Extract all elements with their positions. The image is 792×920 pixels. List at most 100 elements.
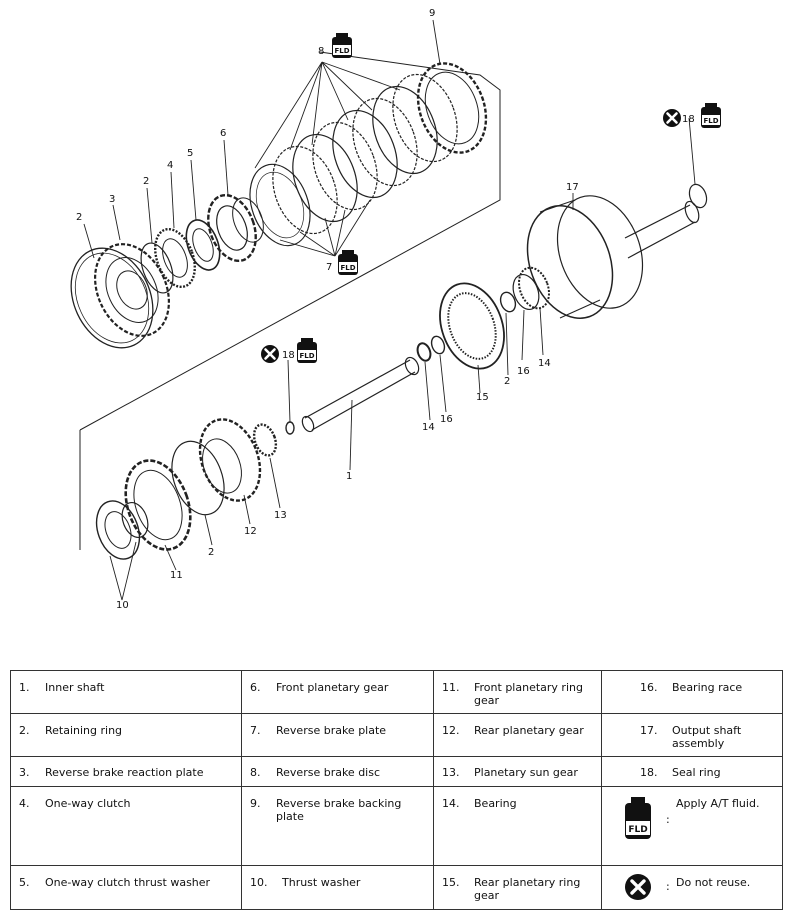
front-planetary-gear: [207, 193, 264, 263]
seal-ring-center: [285, 421, 295, 435]
do-not-reuse-icon: [661, 107, 683, 129]
legend-number: 11.: [442, 681, 460, 694]
callout-14-right: 14: [538, 358, 551, 369]
legend-item: 6. Front planetary gear: [242, 671, 433, 700]
callout-2-lower: 2: [208, 547, 214, 558]
fluid-icon: FLD: [625, 797, 651, 839]
legend-label: Reverse brake plate: [276, 724, 387, 737]
callout-1: 1: [346, 471, 352, 482]
legend-number: 10.: [250, 876, 268, 889]
legend-label: Do not reuse.: [676, 876, 751, 889]
legend-number: 17.: [640, 724, 658, 737]
fluid-icon: FLD: [701, 103, 721, 128]
legend-label: Bearing race: [672, 681, 743, 694]
callout-11: 11: [170, 570, 183, 581]
legend-label: Output shaft assembly: [672, 724, 742, 750]
legend-symbol-fluid: FLD : Apply A/T fluid.: [602, 787, 782, 849]
thrust-washers: [95, 500, 149, 560]
legend-label: Inner shaft: [45, 681, 105, 694]
legend-label: Rear planetary ring gear: [474, 876, 581, 902]
front-planetary-ring-gear: [124, 459, 192, 551]
one-way-clutch: [154, 227, 196, 289]
callout-13: 13: [274, 510, 287, 521]
legend-row: 4. One-way clutch 9. Reverse brake backi…: [10, 786, 783, 866]
legend-label: Planetary sun gear: [474, 766, 578, 779]
planetary-sun-gear: [252, 423, 278, 457]
retaining-ring-lower: [171, 440, 225, 516]
retaining-ring-small: [140, 242, 174, 294]
one-way-clutch-thrust-washer: [185, 219, 221, 271]
legend-number: 16.: [640, 681, 658, 694]
exploded-parts-diagram: 2 3 2 4 5 6 8 9 7 17 18 18 1 14 16 15 2 …: [70, 8, 721, 611]
legend-label: One-way clutch: [45, 797, 131, 810]
callout-7: 7: [326, 262, 332, 273]
svg-text:FLD: FLD: [703, 117, 718, 125]
legend-label: Reverse brake disc: [276, 766, 381, 779]
fluid-icon: FLD: [297, 338, 317, 363]
legend-row: 3. Reverse brake reaction plate 8. Rever…: [10, 756, 783, 787]
legend-number: 7.: [250, 724, 261, 737]
legend-item: 9. Reverse brake backing plate: [242, 787, 433, 829]
legend-number: 12.: [442, 724, 460, 737]
legend-row: 2. Retaining ring 7. Reverse brake plate…: [10, 713, 783, 757]
callout-2-small: 2: [143, 176, 149, 187]
callout-4: 4: [167, 160, 173, 171]
legend-label: Bearing: [474, 797, 517, 810]
legend-item: 11. Front planetary ring gear: [434, 671, 601, 713]
callout-18-center: 18: [282, 350, 295, 361]
do-not-reuse-icon: [259, 343, 281, 365]
legend-label: Front planetary ring gear: [474, 681, 583, 707]
legend-item: 8. Reverse brake disc: [242, 757, 433, 785]
callout-17: 17: [566, 182, 579, 193]
svg-text:FLD: FLD: [299, 352, 314, 360]
legend-item: 18. Seal ring: [602, 757, 782, 785]
svg-text:FLD: FLD: [334, 47, 349, 55]
retaining-ring-left: [70, 247, 154, 349]
callout-16-center: 16: [440, 414, 453, 425]
legend-number: 3.: [19, 766, 30, 779]
legend-label: One-way clutch thrust washer: [45, 876, 211, 889]
bearing-set-right: [499, 266, 550, 313]
legend-number: 13.: [442, 766, 460, 779]
legend-label: Thrust washer: [282, 876, 361, 889]
legend-item: 1. Inner shaft: [11, 671, 241, 700]
legend-number: 8.: [250, 766, 261, 779]
legend-number: 4.: [19, 797, 30, 810]
reaction-plate: [94, 243, 170, 337]
legend-item: 14. Bearing: [434, 787, 601, 816]
reverse-brake-backing-plate: [416, 62, 488, 154]
legend-label: Retaining ring: [45, 724, 123, 737]
callout-10: 10: [116, 600, 129, 611]
legend-row: 1. Inner shaft 6. Front planetary gear 1…: [10, 670, 783, 714]
callout-16-right: 16: [517, 366, 530, 377]
legend-number: 2.: [19, 724, 30, 737]
svg-text:FLD: FLD: [340, 264, 355, 272]
callout-3: 3: [109, 194, 115, 205]
legend-item: 12. Rear planetary gear: [434, 714, 601, 743]
legend-label: Rear planetary gear: [474, 724, 584, 737]
callout-2-right: 2: [504, 376, 510, 387]
callout-2-left: 2: [76, 212, 82, 223]
callout-6: 6: [220, 128, 226, 139]
legend-item: 7. Reverse brake plate: [242, 714, 433, 743]
legend-number: 1.: [19, 681, 30, 694]
parts-legend-table: 1. Inner shaft 6. Front planetary gear 1…: [10, 670, 783, 910]
callout-8: 8: [318, 46, 324, 57]
callout-5: 5: [187, 148, 193, 159]
legend-label: Apply A/T fluid.: [676, 797, 760, 810]
leader-lines: [83, 19, 696, 601]
callout-14-center: 14: [422, 422, 435, 433]
legend-item: 15. Rear planetary ring gear: [434, 866, 601, 908]
legend-item: 2. Retaining ring: [11, 714, 241, 743]
bearing-set-center: [416, 335, 446, 362]
inner-shaft: [301, 356, 420, 433]
legend-row: 5. One-way clutch thrust washer 10. Thru…: [10, 865, 783, 910]
legend-number: 6.: [250, 681, 261, 694]
legend-number: 18.: [640, 766, 658, 779]
legend-number: 9.: [250, 797, 261, 810]
fluid-icon: FLD: [332, 33, 352, 58]
legend-label: Seal ring: [672, 766, 721, 779]
legend-label: Front planetary gear: [276, 681, 389, 694]
legend-symbol-no-reuse: : Do not reuse.: [602, 866, 782, 908]
legend-item: 16. Bearing race: [602, 671, 782, 700]
